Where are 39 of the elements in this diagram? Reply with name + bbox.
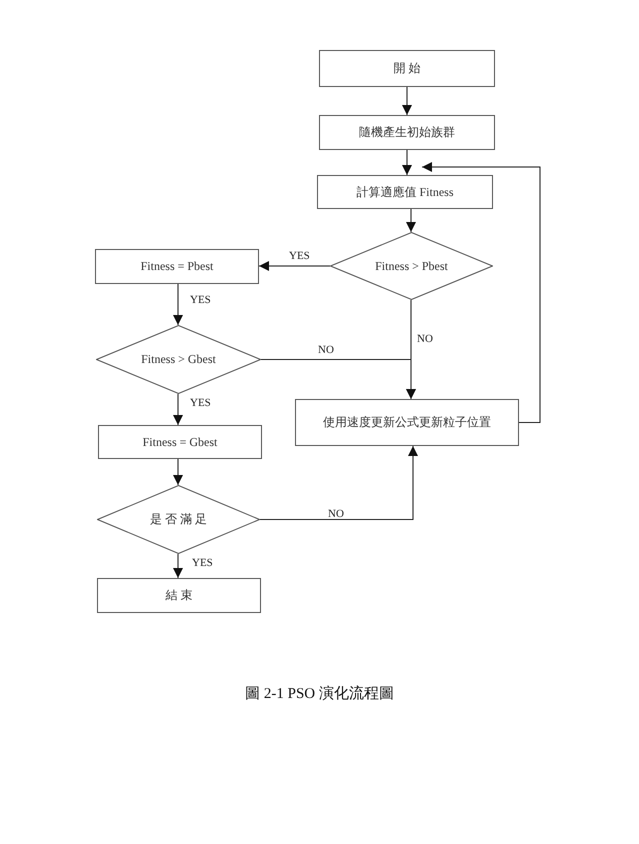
process-box: [97, 578, 261, 613]
step-text: 結 束: [166, 587, 192, 604]
step-text: 開 始: [394, 60, 420, 77]
arrow: [406, 300, 416, 400]
process-box: [98, 425, 262, 459]
figure-caption: 圖 2-1 PSO 演化流程圖: [244, 684, 395, 703]
arrow: [173, 394, 183, 426]
arrow: [260, 446, 418, 520]
edge-label: YES: [190, 294, 211, 306]
process-box: [95, 249, 259, 284]
decision-diamond: [97, 485, 260, 554]
edge-label: NO: [417, 333, 433, 345]
step-text: 計算適應值 Fitness: [356, 184, 454, 200]
decision-diamond: [330, 232, 493, 300]
decision-text: Fitness > Pbest: [375, 258, 448, 274]
decision-text: 是 否 滿 足: [150, 511, 207, 528]
decision-text: Fitness > Gbest: [141, 352, 216, 367]
edge-label: NO: [318, 344, 334, 356]
arrow: [422, 162, 540, 423]
arrow: [258, 261, 330, 271]
step-text: Fitness = Gbest: [142, 434, 218, 450]
arrow: [173, 284, 183, 326]
process-box: [319, 50, 495, 87]
decision-diamond: [96, 325, 261, 394]
process-box: [295, 399, 519, 446]
step-text: Fitness = Pbest: [140, 259, 214, 274]
step-text: 使用速度更新公式更新粒子位置: [323, 414, 491, 431]
edge-label: YES: [289, 250, 310, 262]
arrow: [173, 458, 183, 486]
step-text: 隨機產生初始族群: [359, 124, 455, 141]
edge-label: NO: [328, 508, 344, 520]
arrow: [173, 554, 183, 578]
arrow: [406, 208, 416, 232]
arrow: [402, 86, 412, 116]
arrow: [402, 150, 412, 176]
edge-label: YES: [192, 557, 213, 569]
process-box: [317, 175, 493, 209]
edge-label: YES: [190, 397, 211, 409]
process-box: [319, 115, 495, 150]
